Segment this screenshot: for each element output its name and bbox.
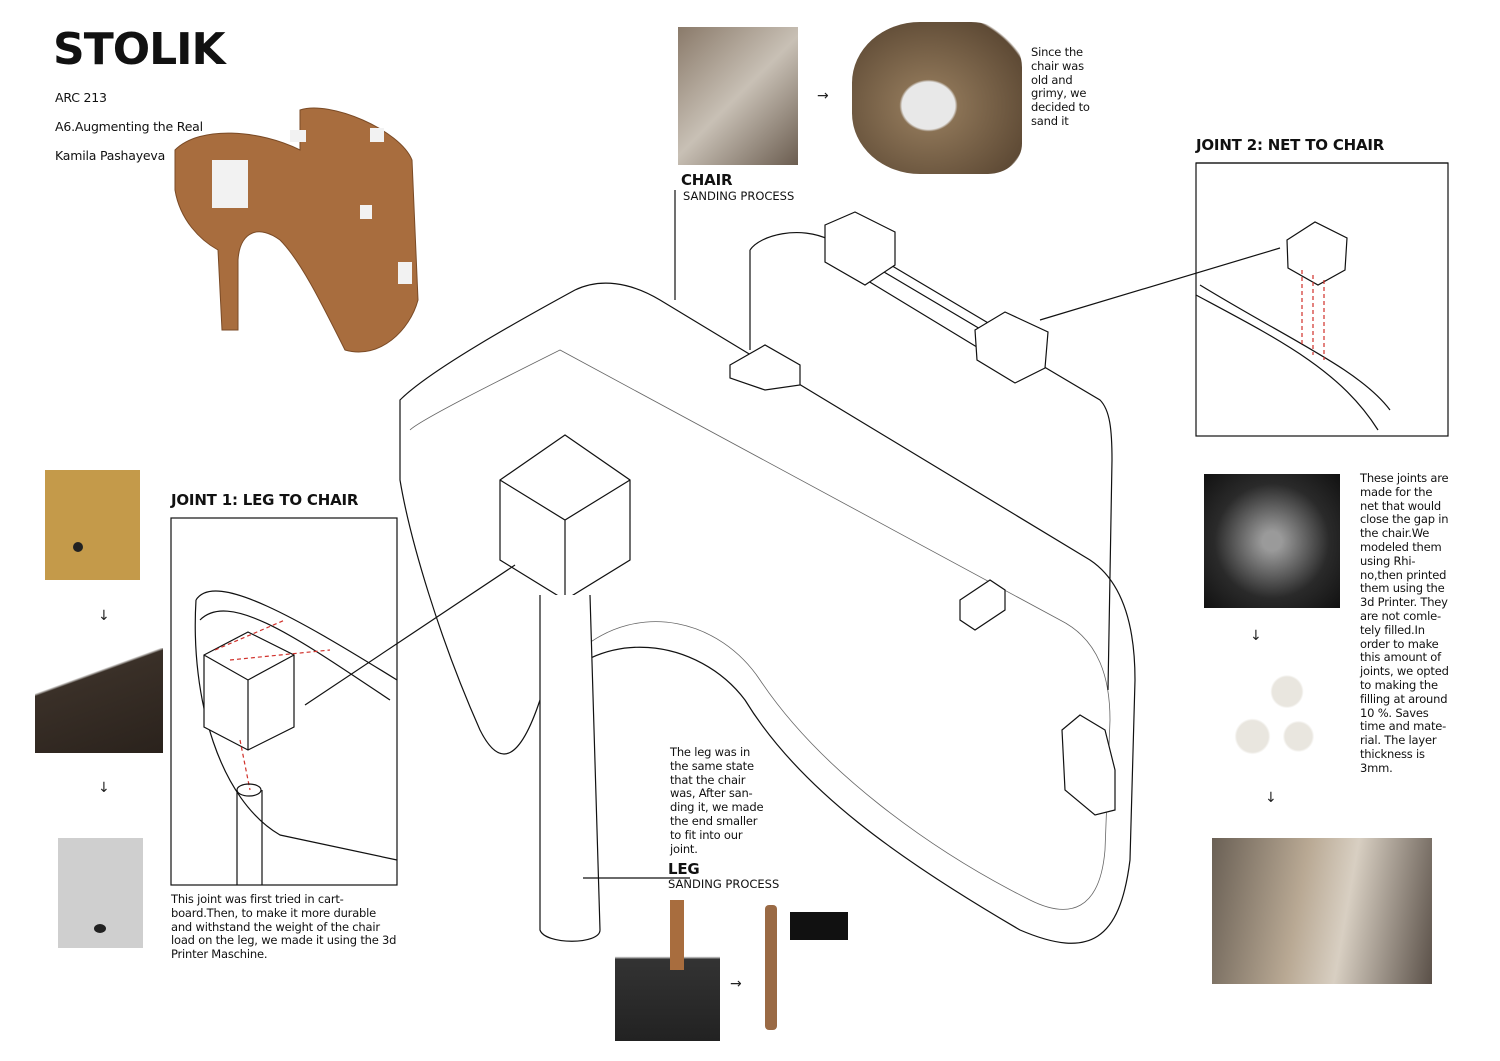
chair-outline bbox=[399, 282, 1136, 944]
cardboard-joint-photo bbox=[45, 470, 140, 580]
arrow-down-icon: ↓ bbox=[1250, 628, 1262, 644]
leg-sublabel: SANDING PROCESS bbox=[668, 877, 780, 891]
leg-sanding-photo bbox=[615, 900, 720, 1041]
hand-photo bbox=[790, 912, 848, 940]
joint1-block bbox=[499, 434, 631, 601]
leg-label: LEG bbox=[668, 860, 700, 878]
printed-joints-photo bbox=[1218, 658, 1333, 770]
chair-note: Since the chair was old and grimy, we de… bbox=[1031, 45, 1090, 128]
arrow-down-icon: ↓ bbox=[1265, 790, 1277, 806]
printed-joint1-photo bbox=[58, 838, 143, 948]
joint2-block-mid bbox=[974, 311, 1049, 384]
assignment-name: A6.Augmenting the Real bbox=[55, 118, 203, 134]
arrow-down-icon: ↓ bbox=[98, 608, 110, 624]
course-code: ARC 213 bbox=[55, 89, 107, 105]
page-title: STOLIK bbox=[53, 24, 226, 75]
leg-note: The leg was in the same state that the c… bbox=[670, 745, 764, 856]
joint1-note: This joint was first tried in cart- boar… bbox=[171, 892, 397, 962]
3d-printing-photo bbox=[1204, 474, 1340, 608]
joint2-leader bbox=[1039, 247, 1281, 321]
course-info: ARC 213 A6.Augmenting the Real Kamila Pa… bbox=[55, 76, 203, 178]
arrow-right-icon: → bbox=[730, 976, 742, 992]
net-frame bbox=[749, 232, 1113, 691]
arrow-right-icon: → bbox=[817, 88, 829, 104]
joint1-detail-frame bbox=[170, 517, 398, 886]
sanded-leg-photo bbox=[765, 905, 777, 1030]
chair-sanding-photo bbox=[678, 27, 798, 165]
joint-assembly-photo bbox=[1212, 838, 1432, 984]
sanded-chair-photo bbox=[852, 22, 1022, 174]
arrow-down-icon: ↓ bbox=[98, 780, 110, 796]
chair-sublabel: SANDING PROCESS bbox=[683, 189, 795, 203]
joint1-title: JOINT 1: LEG TO CHAIR bbox=[171, 491, 359, 509]
joint2-title: JOINT 2: NET TO CHAIR bbox=[1196, 136, 1385, 154]
author-name: Kamila Pashayeva bbox=[55, 147, 166, 163]
joint1-leader bbox=[304, 564, 516, 706]
3d-printer-photo bbox=[35, 648, 163, 753]
leg-outline bbox=[539, 594, 601, 942]
chair-label: CHAIR bbox=[681, 171, 733, 189]
joint2-block-low bbox=[1061, 714, 1116, 816]
joint2-note: These joints are made for the net that w… bbox=[1360, 471, 1449, 775]
joint2-block-top bbox=[824, 211, 896, 286]
